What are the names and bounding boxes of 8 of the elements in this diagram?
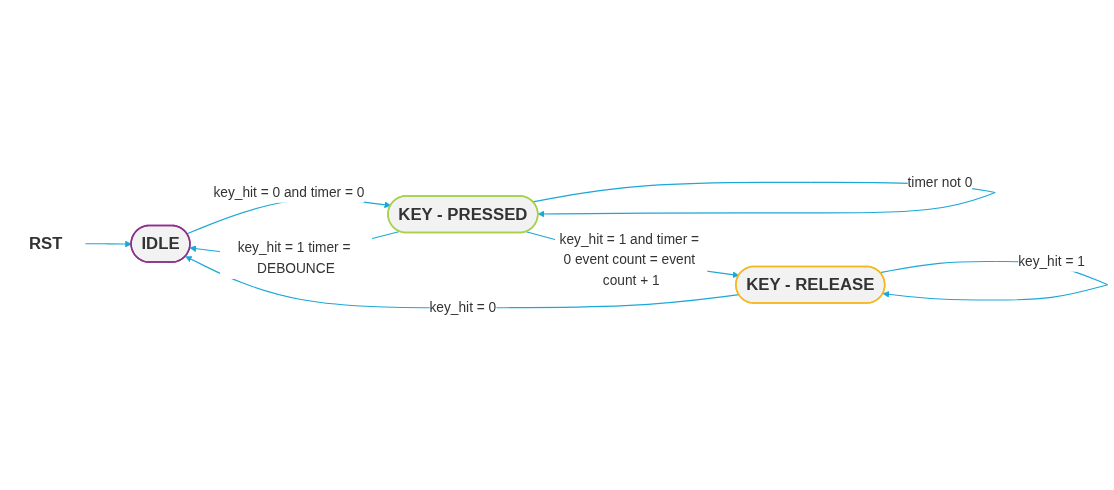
edge-label: key_hit = 1 and timer = 0 event count = event count + 1 bbox=[559, 231, 700, 288]
edge-label: key_hit = 1 timer = DEBOUNCE bbox=[237, 240, 351, 276]
edge-label: key_hit = 1 bbox=[1018, 253, 1085, 269]
edge-label: key_hit = 0 and timer = 0 bbox=[213, 184, 365, 200]
edge-label: key_hit = 0 bbox=[429, 299, 497, 315]
arrow bbox=[84, 240, 132, 248]
node-text: RST bbox=[29, 234, 63, 254]
edge-label: timer not 0 bbox=[907, 174, 973, 190]
